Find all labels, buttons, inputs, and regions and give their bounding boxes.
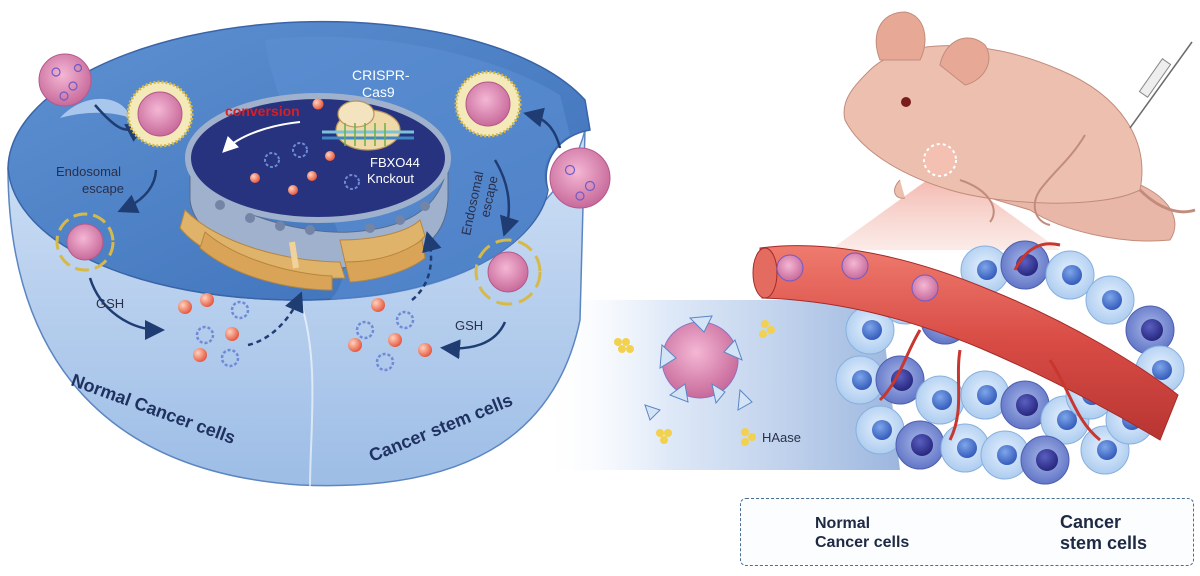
endosomal-escape-left-line1: Endosomal bbox=[56, 164, 121, 179]
tumor-zoom-beam bbox=[830, 178, 1060, 250]
endosomal-escape-left-line2: escape bbox=[82, 181, 124, 196]
cell-nucleus bbox=[872, 420, 892, 440]
legend-stem-label: Cancer stem cells bbox=[1060, 512, 1147, 554]
cell-nucleus bbox=[862, 320, 882, 340]
cell-nucleus bbox=[932, 390, 952, 410]
vessel-nanoparticle bbox=[841, 252, 869, 280]
haase-label: HAase bbox=[762, 430, 801, 445]
cell-nucleus bbox=[1102, 290, 1122, 310]
crispr-label-line2: Cas9 bbox=[362, 84, 395, 100]
gsh-label-right: GSH bbox=[455, 318, 483, 333]
nanoparticle bbox=[549, 147, 611, 209]
left-membrane-notch bbox=[60, 98, 130, 118]
legend bbox=[740, 498, 1194, 566]
cell-nucleus bbox=[997, 445, 1017, 465]
cell-nucleus bbox=[977, 385, 997, 405]
cell-nucleus bbox=[977, 260, 997, 280]
cell-nucleus bbox=[1036, 449, 1058, 471]
uptake-arrow-right bbox=[523, 107, 562, 149]
legend-stem-line2: stem cells bbox=[1060, 533, 1148, 553]
cell-nucleus bbox=[1062, 265, 1082, 285]
crispr-label-line1: CRISPR- bbox=[352, 67, 410, 83]
cell-nucleus bbox=[1016, 394, 1038, 416]
conversion-arrow bbox=[222, 121, 301, 153]
endoplasmic-reticulum bbox=[179, 209, 426, 291]
conversion-label: conversion bbox=[225, 103, 300, 119]
nanoparticle bbox=[38, 53, 92, 107]
escape-arrow-right bbox=[493, 159, 520, 237]
legend-normal-line1: Normal bbox=[815, 515, 871, 532]
plasmid-ring bbox=[344, 174, 360, 190]
mouse-illustration bbox=[843, 11, 1196, 242]
legend-stem-line1: Cancer bbox=[1060, 512, 1122, 532]
cell-side-divider bbox=[299, 299, 314, 489]
gsh-arrow-left bbox=[88, 277, 165, 340]
ha-shell-nanoparticle bbox=[644, 315, 753, 421]
fbxo44-label-line1: FBXO44 bbox=[370, 155, 420, 170]
gsh-arrow-right bbox=[440, 321, 507, 360]
tumor-site bbox=[923, 143, 957, 177]
cell-nucleus bbox=[911, 434, 933, 456]
released-cargo-left bbox=[178, 293, 250, 368]
protein-dot bbox=[250, 173, 260, 183]
protein-dot bbox=[312, 98, 324, 110]
gsh-label-left: GSH bbox=[96, 296, 124, 311]
ruptured-endosome bbox=[474, 238, 542, 306]
protein-dot bbox=[325, 151, 335, 161]
released-cargo-right bbox=[348, 298, 432, 372]
cell-nucleus bbox=[852, 370, 872, 390]
endosome-vesicle bbox=[126, 80, 194, 148]
haase-enzymes bbox=[614, 320, 775, 446]
cas9-complex bbox=[322, 100, 414, 151]
cell-nucleus bbox=[957, 438, 977, 458]
escape-arrow-left bbox=[117, 169, 158, 214]
syringe bbox=[1129, 41, 1193, 129]
legend-normal-line2: Cancer cells bbox=[815, 534, 910, 551]
protein-dot bbox=[307, 171, 317, 181]
fbxo44-label-line2: Knckout bbox=[367, 171, 414, 186]
vessel-nanoparticle bbox=[776, 254, 804, 282]
cell-nucleus bbox=[1141, 319, 1163, 341]
protein-dot bbox=[288, 185, 298, 195]
plasmid-ring bbox=[264, 152, 280, 168]
ruptured-endosome bbox=[55, 212, 115, 272]
cell-nucleus bbox=[1152, 360, 1172, 380]
nuclear-entry-arrow-left bbox=[247, 291, 304, 347]
cell-nucleus bbox=[1097, 440, 1117, 460]
endosome-vesicle bbox=[454, 70, 522, 138]
vessel-nanoparticle bbox=[911, 274, 939, 302]
plasmid-ring bbox=[292, 142, 308, 158]
cell-nucleus bbox=[1057, 410, 1077, 430]
blood-vessel bbox=[752, 242, 1179, 442]
legend-normal-label: Normal Cancer cells bbox=[815, 514, 909, 552]
